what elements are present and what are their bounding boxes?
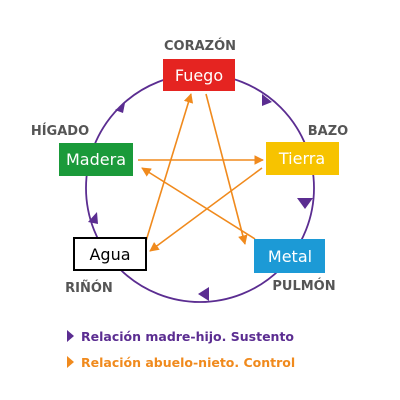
control-arrow-metal-madera [141, 167, 256, 240]
cycle-arrow-metal-agua [198, 287, 209, 301]
control-arrow-agua-fuego [145, 93, 194, 242]
element-fill-metal [254, 239, 325, 273]
element-label-agua: Agua [89, 245, 130, 264]
organ-label-corazon: CORAZÓN [164, 38, 236, 54]
element-fill-agua [73, 237, 147, 271]
organ-label-pulmon: PULMÓN [272, 278, 335, 294]
cycle-arrow-tierra-metal [297, 198, 313, 209]
control-star [138, 93, 264, 252]
element-box-tierra: Tierra [266, 142, 339, 175]
legend: Relación madre-hijo. Sustento Relación a… [67, 329, 295, 370]
element-fill-tierra [266, 142, 339, 175]
element-box-fuego: Fuego [163, 59, 235, 91]
element-fill-madera [59, 143, 133, 176]
legend-marker-control [67, 356, 74, 368]
element-label-metal: Metal [268, 247, 312, 266]
element-label-tierra: Tierra [278, 149, 325, 168]
element-fill-fuego [163, 59, 235, 91]
control-arrow-fuego-metal [205, 93, 248, 245]
control-arrow-tierra-agua [149, 167, 263, 252]
organ-label-rinon: RIÑÓN [65, 280, 113, 296]
legend-label-control: Relación abuelo-nieto. Control [81, 355, 295, 370]
organ-label-bazo: BAZO [308, 124, 348, 139]
element-box-agua: Agua [73, 237, 147, 271]
element-label-fuego: Fuego [175, 66, 223, 85]
generation-cycle-arrows [88, 94, 313, 301]
element-label-madera: Madera [66, 150, 126, 169]
cycle-arrow-agua-madera [88, 212, 98, 224]
cycle-arrow-fuego-tierra [262, 94, 272, 106]
element-box-metal: Metal [254, 239, 325, 273]
element-box-madera: Madera [59, 143, 133, 176]
cycle-arrow-madera-fuego [115, 103, 125, 113]
organ-label-higado: HÍGADO [31, 123, 89, 139]
legend-marker-sustento [67, 330, 74, 342]
legend-label-sustento: Relación madre-hijo. Sustento [81, 329, 294, 344]
